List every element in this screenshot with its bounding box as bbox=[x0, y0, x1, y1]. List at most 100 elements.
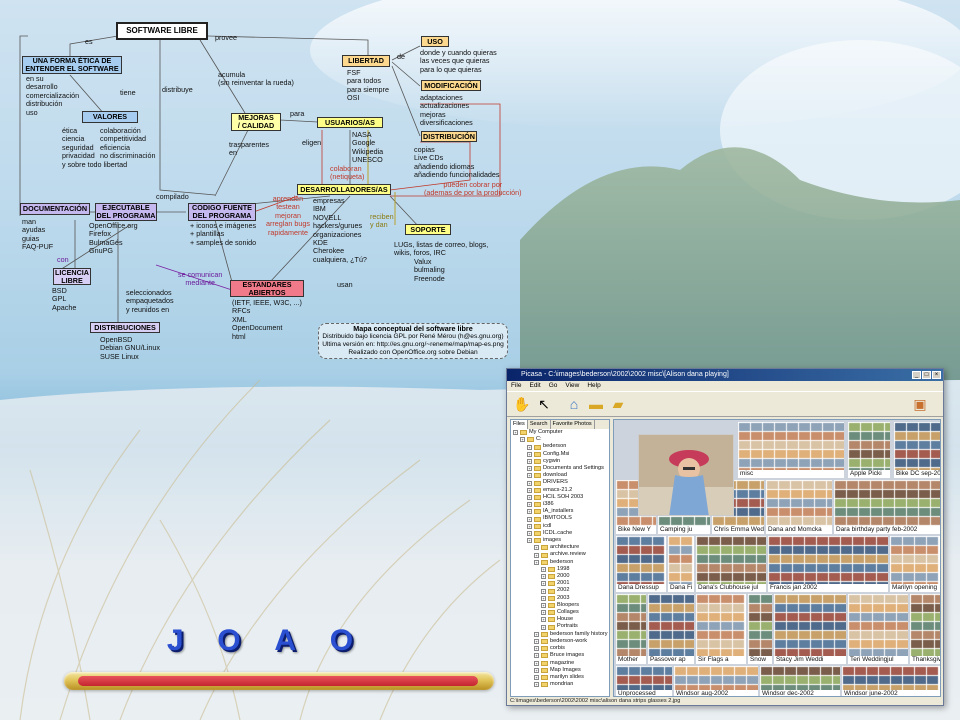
expand-icon[interactable]: + bbox=[541, 610, 546, 616]
tab-search[interactable]: Search bbox=[528, 420, 551, 429]
expand-icon[interactable]: + bbox=[513, 430, 518, 436]
album-thumbnail[interactable]: Thanksgivin bbox=[910, 594, 940, 664]
tree-item[interactable]: +archive.review bbox=[511, 551, 609, 558]
window-title-bar[interactable]: Picasa - C:\images\bederson\2002\2002 mi… bbox=[507, 369, 943, 381]
album-thumbnail[interactable]: Dana Dressup bbox=[616, 536, 666, 592]
expand-icon[interactable]: + bbox=[527, 466, 532, 472]
tree-item[interactable]: +bederson-work bbox=[511, 638, 609, 645]
expand-icon[interactable]: + bbox=[534, 660, 539, 666]
tree-item[interactable]: +Bloopers bbox=[511, 602, 609, 609]
tree-item[interactable]: +ICDL.cache bbox=[511, 530, 609, 537]
album-thumbnail[interactable]: Stacy Jim Weddi bbox=[774, 594, 846, 664]
expand-icon[interactable]: + bbox=[527, 458, 532, 464]
minimize-icon[interactable]: _ bbox=[912, 371, 921, 379]
expand-icon[interactable]: + bbox=[534, 638, 539, 644]
expand-icon[interactable]: + bbox=[534, 646, 539, 652]
expand-icon[interactable]: + bbox=[541, 581, 546, 587]
expand-icon[interactable]: + bbox=[527, 487, 532, 493]
album-thumbnail[interactable]: Snow bbox=[748, 594, 772, 664]
album-thumbnail[interactable]: Dana and Momcka bbox=[766, 480, 832, 534]
tree-item[interactable]: +emacs-21.2 bbox=[511, 487, 609, 494]
tree-item[interactable]: +icdl bbox=[511, 523, 609, 530]
expand-icon[interactable]: + bbox=[534, 559, 539, 565]
album-thumbnail[interactable]: Windsor aug-2002 bbox=[674, 666, 758, 696]
tree-item[interactable]: +Map Images bbox=[511, 667, 609, 674]
tree-item[interactable]: +cygwin bbox=[511, 458, 609, 465]
picasa-window[interactable]: Picasa - C:\images\bederson\2002\2002 mi… bbox=[506, 368, 944, 706]
album-thumbnail[interactable]: Passover ap bbox=[648, 594, 694, 664]
tree-item[interactable]: +mondrian bbox=[511, 681, 609, 688]
maximize-icon[interactable]: □ bbox=[922, 371, 931, 379]
tree-item[interactable]: +IA_installers bbox=[511, 508, 609, 515]
expand-icon[interactable]: + bbox=[527, 509, 532, 515]
expand-icon[interactable]: + bbox=[527, 494, 532, 500]
album-thumbnail[interactable]: Dana Fi bbox=[668, 536, 694, 592]
hand-tool-icon[interactable]: ✋ bbox=[513, 396, 531, 412]
open-folder-icon[interactable]: ▰ bbox=[612, 396, 624, 412]
expand-icon[interactable]: + bbox=[534, 545, 539, 551]
tree-item[interactable]: +2003 bbox=[511, 595, 609, 602]
expand-icon[interactable]: + bbox=[541, 595, 546, 601]
expand-icon[interactable]: + bbox=[534, 667, 539, 673]
tree-item[interactable]: +architecture bbox=[511, 544, 609, 551]
photo-preview[interactable] bbox=[638, 434, 734, 516]
album-thumbnail[interactable]: Mother bbox=[616, 594, 646, 664]
album-thumbnail[interactable]: Dara birthday party feb-2002 bbox=[834, 480, 940, 534]
menu-help[interactable]: Help bbox=[587, 382, 601, 389]
expand-icon[interactable]: + bbox=[527, 480, 532, 486]
tree-item[interactable]: +IBMTOOLS bbox=[511, 515, 609, 522]
menu-edit[interactable]: Edit bbox=[529, 382, 541, 389]
tree-item[interactable]: +bederson family history bbox=[511, 631, 609, 638]
album-thumbnail[interactable]: Windsor dec-2002 bbox=[760, 666, 840, 696]
expand-icon[interactable]: + bbox=[534, 653, 539, 659]
menu-go[interactable]: Go bbox=[548, 382, 558, 389]
expand-icon[interactable]: + bbox=[541, 574, 546, 580]
tree-item[interactable]: +corbis bbox=[511, 645, 609, 652]
tree-item[interactable]: +1998 bbox=[511, 566, 609, 573]
album-thumbnail[interactable]: Marilyn opening bbox=[890, 536, 940, 592]
expand-icon[interactable]: + bbox=[541, 566, 546, 572]
tree-item[interactable]: +House bbox=[511, 616, 609, 623]
expand-icon[interactable]: + bbox=[527, 444, 532, 450]
album-thumbnail[interactable]: Francis jan 2002 bbox=[768, 536, 888, 592]
tree-item[interactable]: +DRIVERS bbox=[511, 479, 609, 486]
expand-icon[interactable]: + bbox=[527, 530, 532, 536]
tree-item[interactable]: +Documents and Settings bbox=[511, 465, 609, 472]
album-thumbnail[interactable]: Bike DC sep-20 bbox=[894, 422, 940, 478]
tab-favorites[interactable]: Favorite Photos bbox=[551, 420, 595, 429]
album-thumbnail[interactable]: Teri Weddingjul bbox=[848, 594, 908, 664]
album-thumbnail[interactable]: Unprocessed bbox=[616, 666, 672, 696]
expand-icon[interactable]: + bbox=[527, 502, 532, 508]
folder-icon[interactable]: ▬ bbox=[589, 396, 603, 412]
tree-item[interactable]: +Config.Msi bbox=[511, 451, 609, 458]
tree-item[interactable]: +HCIL SOH 2003 bbox=[511, 494, 609, 501]
album-thumbnail[interactable]: Dana's Clubhouse jul bbox=[696, 536, 766, 592]
tree-item[interactable]: +2001 bbox=[511, 580, 609, 587]
close-icon[interactable]: × bbox=[932, 371, 941, 379]
pointer-tool-icon[interactable]: ↖ bbox=[538, 396, 550, 412]
tree-item[interactable]: +bederson bbox=[511, 443, 609, 450]
expand-icon[interactable]: + bbox=[541, 624, 546, 630]
tree-item[interactable]: +i386 bbox=[511, 501, 609, 508]
expand-icon[interactable]: + bbox=[534, 631, 539, 637]
expand-icon[interactable]: + bbox=[534, 682, 539, 688]
export-icon[interactable]: ▣ bbox=[913, 396, 927, 412]
tree-item[interactable]: +magazine bbox=[511, 660, 609, 667]
album-thumbnail[interactable]: misc bbox=[738, 422, 844, 478]
tree-item[interactable]: +bederson bbox=[511, 559, 609, 566]
album-thumbnail[interactable]: Apple Picki bbox=[848, 422, 890, 478]
expand-icon[interactable]: + bbox=[527, 523, 532, 529]
tree-item[interactable]: +Bruce images bbox=[511, 652, 609, 659]
album-thumbnail[interactable]: Windsor june-2002 bbox=[842, 666, 940, 696]
tree-item[interactable]: +Portraits bbox=[511, 623, 609, 630]
expand-icon[interactable]: + bbox=[534, 675, 539, 680]
tree-item[interactable]: +marilyn slides bbox=[511, 674, 609, 681]
expand-icon[interactable]: + bbox=[527, 473, 532, 479]
home-icon[interactable]: ⌂ bbox=[569, 396, 579, 412]
tree-item[interactable]: +images bbox=[511, 537, 609, 544]
tree-item[interactable]: +Collages bbox=[511, 609, 609, 616]
album-thumbnail[interactable]: Sir Flags a bbox=[696, 594, 746, 664]
album-thumbnail[interactable]: Chris Emma Wed bbox=[712, 480, 764, 534]
expand-icon[interactable]: + bbox=[534, 552, 539, 558]
expand-icon[interactable]: + bbox=[541, 588, 546, 594]
